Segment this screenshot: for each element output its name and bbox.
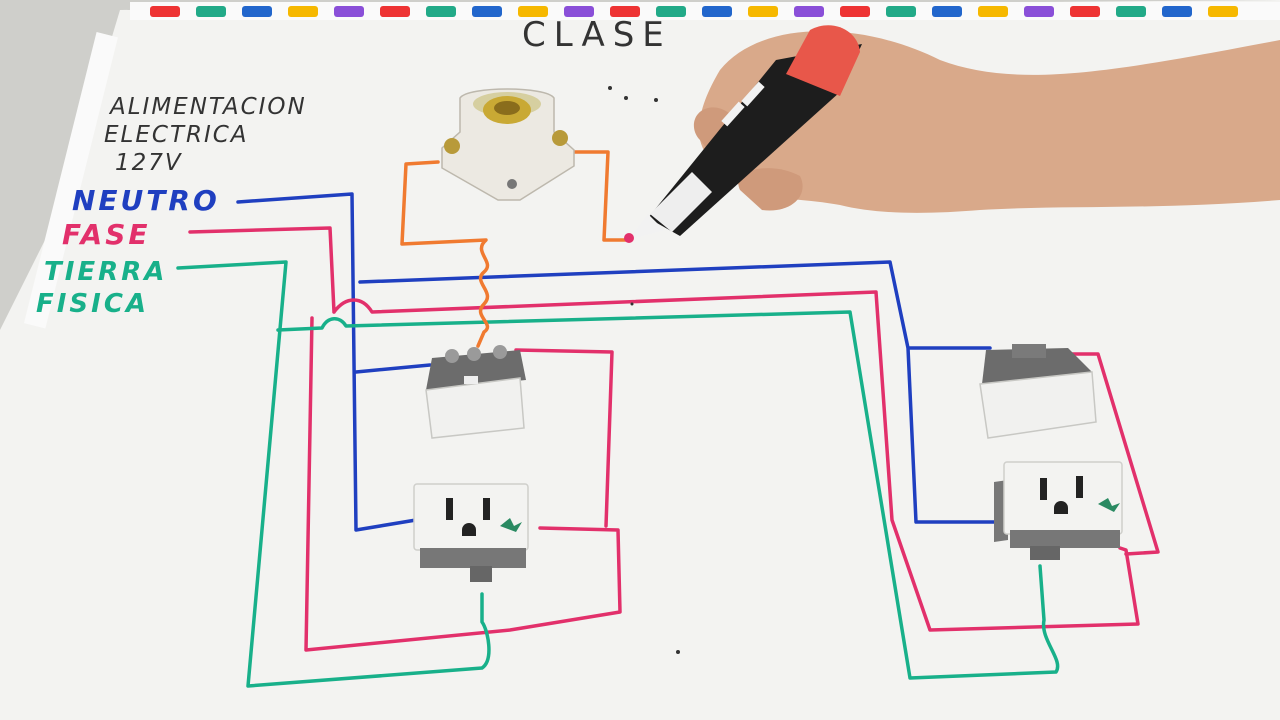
strip-car [1116,6,1146,17]
strip-car [1070,6,1100,17]
strip-car [702,6,732,17]
switch-right-rocker[interactable] [979,371,1097,439]
strip-car [932,6,962,17]
supply-line-1: ALIMENTACION [108,94,307,120]
strip-car [1208,6,1238,17]
supply-line-3: 127V [115,150,183,176]
strip-car [288,6,318,17]
strip-car [1162,6,1192,17]
hand-holding-marker [624,25,1280,243]
socket-screw-right [552,130,568,146]
marker-icon [624,25,862,243]
board-marks [608,86,680,654]
outlet-left-slot-1 [446,498,453,520]
strip-car [1024,6,1054,17]
phase-wire [188,226,1160,652]
strip-car [978,6,1008,17]
outlet-left-slot-2 [483,498,490,520]
socket-mount-hole [507,179,517,189]
strip-car [748,6,778,17]
strip-car [150,6,180,17]
neutral-label: NEUTRO [72,184,220,217]
outlet-right-logo [1098,498,1120,512]
outlet-right-slot-2 [1076,476,1083,498]
lamp-socket[interactable] [441,88,575,201]
diagram-title: CLASE [522,15,672,55]
strip-car [886,6,916,17]
board-strip-decorations [150,6,1238,17]
outlet-right[interactable] [994,461,1123,560]
outlet-right-slot-1 [1040,478,1047,500]
outlet-left[interactable] [413,483,529,582]
supply-label: ALIMENTACION ELECTRICA 127V [104,94,307,176]
strip-car [242,6,272,17]
board-left-strip [24,32,118,329]
ground-label-line-2: FISICA [36,289,149,319]
switch-left-rocker[interactable] [425,377,525,439]
strip-car [840,6,870,17]
ground-label-line-1: TIERRA [44,257,167,287]
outlet-right-ground-hole [1054,501,1068,514]
outlet-left-logo [500,518,522,532]
strip-car [334,6,364,17]
strip-car [472,6,502,17]
supply-line-2: ELECTRICA [104,122,249,148]
outlet-left-ground-hole [462,523,476,536]
strip-car [794,6,824,17]
socket-screw-left [444,138,460,154]
switch-left[interactable] [425,345,526,439]
strip-car [426,6,456,17]
phase-label: FASE [62,218,150,251]
strip-car [196,6,226,17]
strip-car [380,6,410,17]
neutral-wire [236,192,998,532]
strip-car [610,6,640,17]
strip-car [518,6,548,17]
ground-wire [176,260,1060,688]
switch-right[interactable] [979,344,1097,439]
lamp-feed-wire [400,150,632,348]
strip-car [656,6,686,17]
strip-car [564,6,594,17]
